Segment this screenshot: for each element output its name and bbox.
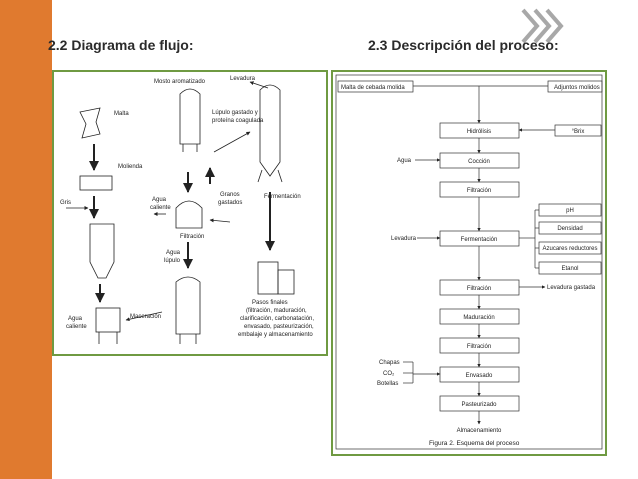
label-agua-caliente-2: caliente [150,205,171,211]
label-malta: Malta [114,111,129,117]
process-flow-chart: Malta de cebada molida Adjuntos molidos … [335,74,603,450]
label-granos-2: gastados [218,200,242,206]
label-pasos-5: embalaje y almacenamiento [238,332,313,338]
botellas-label: Botellas [377,381,398,387]
measure-densidad: Densidad [557,226,582,232]
chapas-label: Chapas [379,360,400,366]
levadura-label: Levadura [391,236,417,242]
label-maceracion: Maceración [130,314,161,320]
adjuntos-label: Adjuntos molidos [554,85,600,91]
label-pasos-4: envasado, pasteurización, [244,324,314,330]
co2-label: CO₂ [383,371,395,377]
label-molienda: Molienda [118,164,143,170]
step-envasado: Envasado [466,373,493,379]
label-pasos-1: Pasos finales [252,300,288,306]
hopper-shape [89,223,115,279]
flow-diagram-panel: Mosto aromatizado Levadura Malta Lúpulo … [52,70,328,356]
step-filtracion-3: Filtración [467,344,491,350]
label-lupulo-2: proteína coagulada [212,118,264,124]
label-agua-lupulo-2: lúpulo [164,258,181,264]
flow-diagram-heading: 2.2 Diagrama de flujo: [48,37,194,53]
label-grits: Gris [60,200,71,206]
equipment-flow-diagram: Mosto aromatizado Levadura Malta Lúpulo … [60,76,314,344]
label-lupulo-1: Lúpulo gastado y [212,110,258,116]
label-agua-caliente-1: Agua [152,197,167,203]
label-granos-1: Granos [220,192,240,198]
step-hidrolisis: Hidrólisis [467,129,491,135]
label-agua-caliente-b2: caliente [66,324,87,330]
step-filtracion-2: Filtración [467,286,491,292]
step-coccion: Cocción [468,159,490,165]
step-fermentacion: Fermentación [461,237,498,243]
label-levadura: Levadura [230,76,256,82]
label-agua-caliente-b1: Agua [68,316,83,322]
measure-azucares: Azucares reductores [542,246,597,252]
label-mosto: Mosto aromatizado [154,79,206,85]
lauter-tun-shape [175,200,203,229]
hop-tank-shape [175,276,201,335]
label-pasos-3: clarificación, carbonatación, [240,316,314,322]
label-agua-lupulo-1: Agua [166,250,181,256]
figure-caption: Figura 2. Esquema del proceso [429,440,520,447]
measure-ph: pH [566,208,574,214]
label-pasos-2: (filtración, maduración, [246,308,307,314]
kettle-tank-shape [179,88,201,145]
final-tanks-shape [257,261,279,295]
process-panel: Malta de cebada molida Adjuntos molidos … [331,70,607,456]
label-filtracion: Filtración [180,234,204,240]
levadura-gastada-label: Levadura gastada [547,285,596,291]
fermenter-shape [259,84,281,177]
measure-etanol: Etanol [561,266,578,272]
step-pasteurizado: Pasteurizado [461,402,497,408]
label-fermentacion: Fermentación [264,194,301,200]
malta-label: Malta de cebada molida [341,85,405,91]
mill-shape [79,175,113,191]
step-filtracion-1: Filtración [467,188,491,194]
malta-box [337,80,414,93]
agua-label: Agua [397,158,412,164]
step-maduracion: Maduración [463,315,494,321]
adjuntos-box [547,80,603,93]
chevron-right-icon [521,8,564,44]
process-description-heading: 2.3 Descripción del proceso: [368,37,559,53]
malt-sack-shape [79,107,101,139]
mash-tun-shape [95,307,121,333]
brix-label: °Brix [572,129,585,135]
almacenamiento-label: Almacenamiento [457,428,502,434]
accent-sidebar [0,0,52,479]
